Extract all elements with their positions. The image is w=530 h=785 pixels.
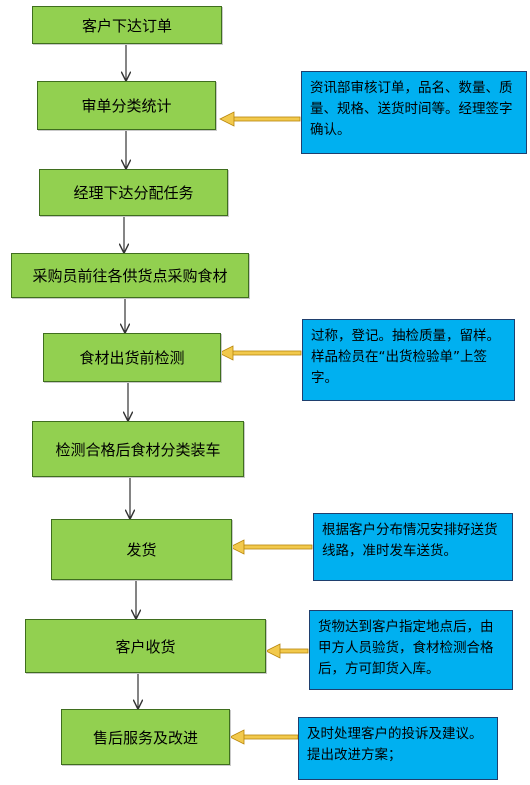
note-arrow-n2 xyxy=(218,345,302,361)
step-ship: 发货 xyxy=(51,519,232,580)
note-arrow-n4 xyxy=(265,643,309,659)
note-arrow-n3 xyxy=(229,539,313,555)
step-label: 采购员前往各供货点采购食材 xyxy=(32,267,228,285)
step-assign-tasks: 经理下达分配任务 xyxy=(39,169,228,216)
step-label: 审单分类统计 xyxy=(81,97,172,115)
step-customer-receive: 客户收货 xyxy=(25,619,266,673)
note-text: 货物达到客户指定地点后，由甲方人员验货，食材检测合格后，方可卸货入库。 xyxy=(318,619,494,677)
note-arrow-n1 xyxy=(219,111,301,127)
note-order-review: 资讯部审核订单，品名、数量、质量、规格、送货时间等。经理签字确认。 xyxy=(301,71,527,154)
note-arrow-n5 xyxy=(229,729,299,745)
note-inspection: 过称，登记。抽检质量，留样。样品检员在“出货检验单”上签字。 xyxy=(302,319,515,401)
note-receiving-check: 货物达到客户指定地点后，由甲方人员验货，食材检测合格后，方可卸货入库。 xyxy=(309,610,513,690)
step-after-sales: 售后服务及改进 xyxy=(61,709,230,765)
note-text: 及时处理客户的投诉及建议。提出改进方案； xyxy=(307,726,483,763)
step-place-order: 客户下达订单 xyxy=(32,6,222,44)
step-sort-and-load: 检测合格后食材分类装车 xyxy=(32,421,244,477)
note-text: 资讯部审核订单，品名、数量、质量、规格、送货时间等。经理签字确认。 xyxy=(310,80,513,138)
note-text: 根据客户分布情况安排好送货线路，准时发车送货。 xyxy=(322,522,498,559)
step-purchase-ingredients: 采购员前往各供货点采购食材 xyxy=(11,253,249,298)
step-label: 检测合格后食材分类装车 xyxy=(55,440,221,459)
note-delivery-route: 根据客户分布情况安排好送货线路，准时发车送货。 xyxy=(313,513,513,581)
step-label: 售后服务及改进 xyxy=(92,728,198,747)
step-label: 客户收货 xyxy=(115,637,176,656)
step-label: 客户下达订单 xyxy=(81,16,172,35)
step-review-classify: 审单分类统计 xyxy=(37,81,216,130)
step-label: 发货 xyxy=(126,541,157,559)
step-label: 经理下达分配任务 xyxy=(73,184,194,202)
step-label: 食材出货前检测 xyxy=(79,349,185,367)
note-complaints: 及时处理客户的投诉及建议。提出改进方案； xyxy=(298,717,498,780)
step-pre-shipment-inspection: 食材出货前检测 xyxy=(43,333,221,382)
note-text: 过称，登记。抽检质量，留样。样品检员在“出货检验单”上签字。 xyxy=(311,328,500,386)
